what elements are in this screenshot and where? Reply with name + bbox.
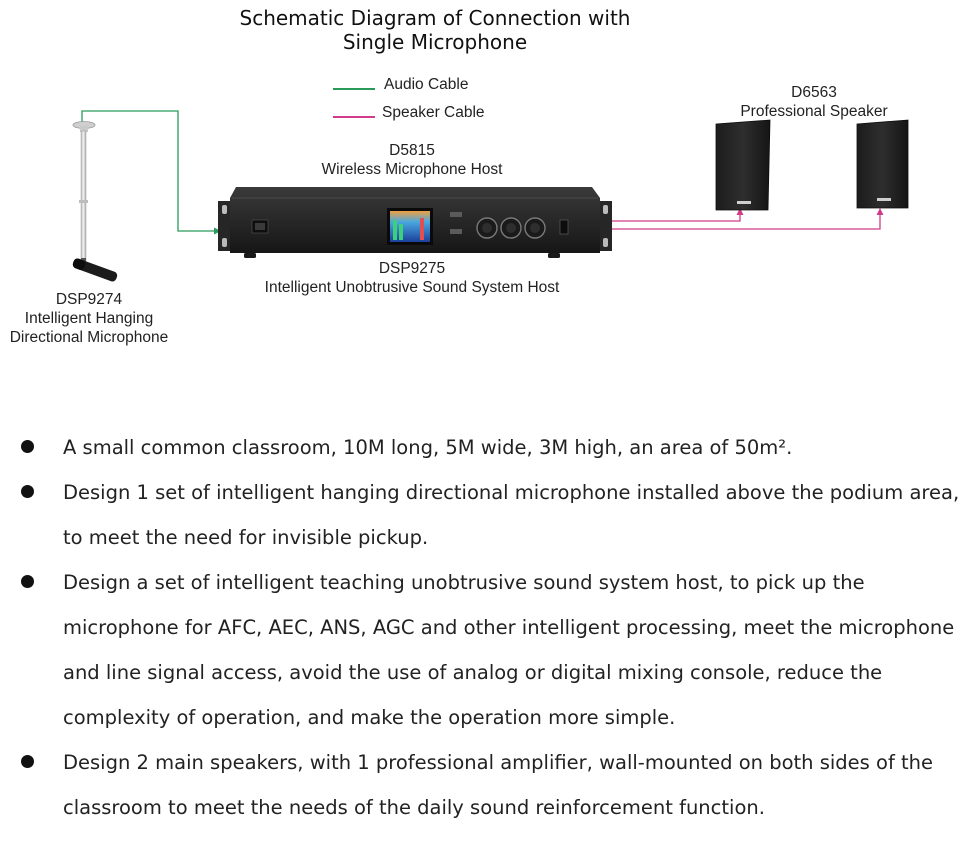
speaker-left bbox=[715, 119, 771, 211]
bullet-dot-icon bbox=[21, 575, 34, 588]
bullet-item: Design 2 main speakers, with 1 professio… bbox=[0, 740, 962, 830]
wireless-host-name: Wireless Microphone Host bbox=[321, 161, 503, 178]
speaker-cable-label: Speaker Cable bbox=[382, 104, 485, 121]
title-line-2: Single Microphone bbox=[342, 30, 528, 54]
legend: Audio Cable Speaker Cable bbox=[333, 76, 533, 126]
microphone-name-1: Intelligent Hanging bbox=[24, 310, 154, 327]
speaker-cable bbox=[611, 208, 884, 230]
bullet-text: A small common classroom, 10M long, 5M w… bbox=[63, 436, 793, 459]
speaker-label: D6563 Professional Speaker bbox=[716, 83, 912, 121]
diagram-title: Schematic Diagram of Connection with Sin… bbox=[0, 6, 870, 54]
microphone-label: DSP9274 Intelligent Hanging Directional … bbox=[0, 290, 178, 347]
bullet-item: Design 1 set of intelligent hanging dire… bbox=[0, 470, 962, 560]
speaker-model: D6563 bbox=[791, 84, 837, 101]
title-line-1: Schematic Diagram of Connection with bbox=[239, 6, 631, 30]
hanging-microphone bbox=[72, 121, 118, 282]
microphone-name-2: Directional Microphone bbox=[9, 329, 169, 346]
speaker-right bbox=[856, 119, 909, 209]
audio-cable bbox=[81, 110, 221, 235]
microphone-model: DSP9274 bbox=[55, 291, 123, 308]
bullet-item: Design a set of intelligent teaching uno… bbox=[0, 560, 962, 740]
bullet-dot-icon bbox=[21, 440, 34, 453]
connection-diagram bbox=[72, 110, 909, 282]
wireless-host-label: D5815 Wireless Microphone Host bbox=[292, 141, 532, 179]
sound-host-model: DSP9275 bbox=[378, 260, 446, 277]
bullet-text: Design 2 main speakers, with 1 professio… bbox=[63, 751, 934, 819]
wireless-host-model: D5815 bbox=[389, 142, 435, 159]
bullet-dot-icon bbox=[21, 755, 34, 768]
bullet-dot-icon bbox=[21, 485, 34, 498]
speaker-cable-swatch bbox=[333, 116, 375, 118]
speaker-name: Professional Speaker bbox=[740, 103, 888, 120]
bullet-text: Design 1 set of intelligent hanging dire… bbox=[63, 481, 960, 549]
bullet-text: Design a set of intelligent teaching uno… bbox=[63, 571, 955, 729]
design-bullet-list: A small common classroom, 10M long, 5M w… bbox=[0, 425, 962, 830]
sound-host-label: DSP9275 Intelligent Unobtrusive Sound Sy… bbox=[232, 259, 592, 297]
sound-system-host bbox=[218, 187, 612, 258]
audio-cable-swatch bbox=[333, 88, 375, 90]
audio-cable-label: Audio Cable bbox=[384, 76, 469, 93]
bullet-item: A small common classroom, 10M long, 5M w… bbox=[0, 425, 962, 470]
sound-host-name: Intelligent Unobtrusive Sound System Hos… bbox=[264, 279, 560, 296]
